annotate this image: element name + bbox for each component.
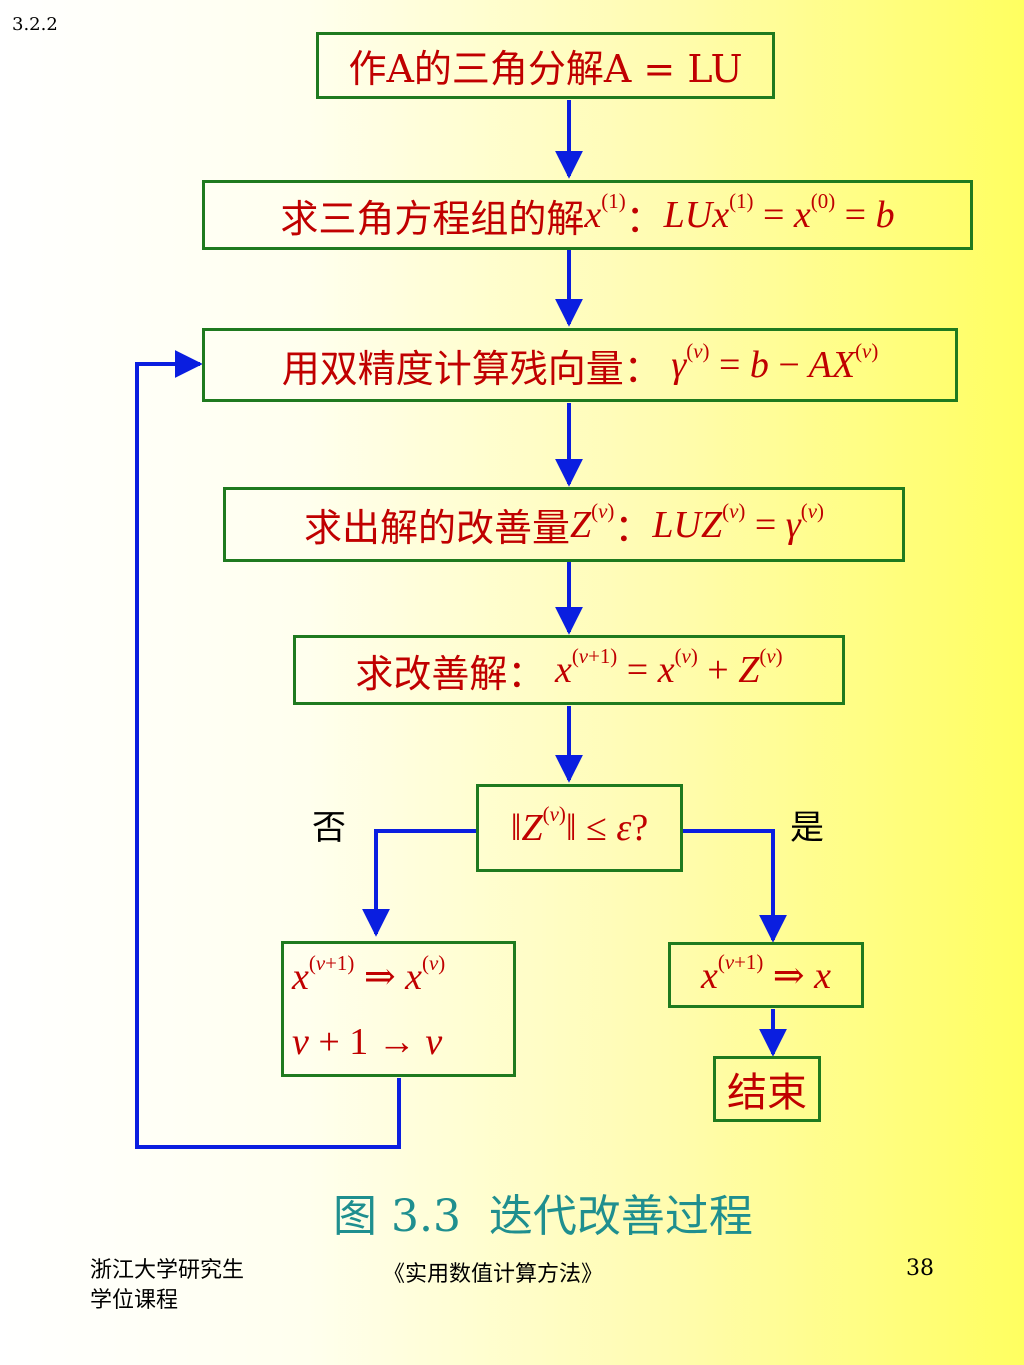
decision-formula: ‖Z(ν)‖ ≤ ε?	[510, 802, 649, 849]
step3-label: 用双精度计算残向量	[281, 346, 624, 391]
step-lu-decomposition: 作A的三角分解A = LU	[316, 32, 775, 99]
step2-formula: LUx(1) = x(0) = b	[663, 189, 895, 236]
figure-caption: 图 3.3 迭代改善过程	[333, 1191, 753, 1242]
update-line1: x(ν+1) ⇒ x(ν)	[292, 951, 446, 999]
step4-sep: ：	[614, 506, 653, 550]
footer-page-number: 38	[906, 1256, 934, 1281]
step4-label: 求出解的改善量	[304, 506, 571, 550]
end-text: 结束	[727, 1070, 807, 1116]
footer-institution: 浙江大学研究生 学位课程	[90, 1256, 244, 1316]
yes-label: 是	[790, 808, 824, 848]
final-formula: x(ν+1) ⇒ x	[700, 949, 832, 997]
step-lu-text: 作A的三角分解A = LU	[348, 47, 743, 91]
end-box: 结束	[713, 1056, 821, 1122]
final-result: x(ν+1) ⇒ x	[668, 942, 864, 1008]
step-improved-solution: 求改善解： x(ν+1) = x(ν) + Z(ν)	[293, 635, 845, 705]
footer-institution-line1: 浙江大学研究生	[90, 1258, 245, 1283]
arrow-loop-back	[135, 350, 401, 1149]
step4-formula-var: Z(ν)	[570, 498, 615, 546]
arrow-yes-branch	[683, 829, 787, 943]
update-iteration: x(ν+1) ⇒ x(ν) ν + 1 → ν	[281, 941, 516, 1077]
update-line2: ν + 1 → ν	[292, 1020, 443, 1063]
footer-course: 《实用数值计算方法》	[383, 1262, 604, 1287]
step2-label: 求三角方程组的解	[280, 196, 585, 241]
step5-sep: ：	[507, 651, 546, 696]
footer-institution-line2: 学位课程	[90, 1288, 179, 1313]
step5-label: 求改善解	[355, 651, 508, 696]
step3-formula: γ(ν) = b − AX(ν)	[661, 339, 879, 386]
step2-formula-var: x(1)	[584, 189, 626, 236]
no-label: 否	[312, 808, 346, 848]
step2-sep: ：	[625, 196, 664, 241]
step-residual-vector: 用双精度计算残向量： γ(ν) = b − AX(ν)	[202, 328, 958, 402]
step5-formula: x(ν+1) = x(ν) + Z(ν)	[545, 644, 783, 691]
slide-number: 3.2.2	[12, 14, 58, 35]
arrow-no-branch	[362, 829, 476, 937]
decision-convergence: ‖Z(ν)‖ ≤ ε?	[476, 784, 683, 872]
step4-formula: LUZ(ν) = γ(ν)	[652, 498, 824, 546]
step3-sep: ：	[623, 346, 662, 391]
